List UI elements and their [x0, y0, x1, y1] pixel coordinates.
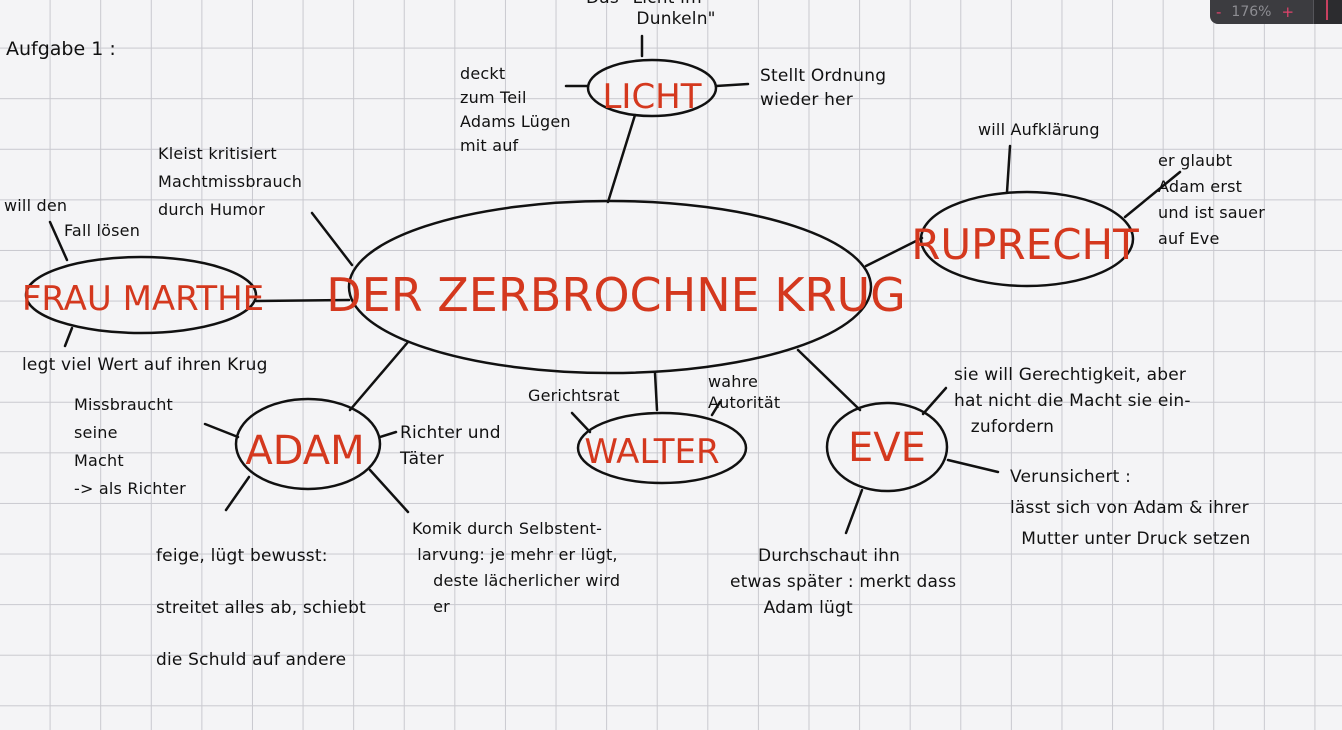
- connector-walter-left: [570, 411, 592, 434]
- adam-left-note: Missbraucht seine Macht -> als Richter: [74, 395, 186, 498]
- adam-right-note: Richter und Täter: [400, 423, 501, 469]
- connector-adam-right: [378, 430, 398, 439]
- connector-center-licht: [606, 113, 637, 204]
- zoom-out-button[interactable]: -: [1216, 3, 1222, 21]
- connector-center-marthe: [254, 298, 351, 303]
- connector-marthe-top: [48, 220, 69, 262]
- komik-note: Komik durch Selbstent- larvung: je mehr …: [412, 519, 621, 616]
- center-label: DER ZERBROCHNE KRUG: [326, 268, 906, 322]
- connector-ruprecht-right: [1123, 170, 1182, 219]
- connector-walter-right: [710, 400, 722, 417]
- walter-ellipse: [576, 411, 748, 485]
- center-ellipse: [347, 199, 873, 375]
- licht-left-note: deckt zum Teil Adams Lügen mit auf: [460, 64, 571, 155]
- connector-eve-bottom: [844, 488, 864, 535]
- connector-eve-right: [946, 458, 1000, 474]
- walter-label: WALTER: [584, 432, 719, 472]
- licht-right-note: Stellt Ordnung wieder her: [760, 66, 887, 110]
- ruprecht-label: RUPRECHT: [911, 220, 1139, 269]
- zoom-level: 176%: [1231, 4, 1272, 20]
- connector-center-adam: [348, 340, 410, 412]
- connector-licht-right: [714, 82, 750, 88]
- zoom-control: - 176% +: [1210, 0, 1342, 24]
- connector-center-ruprecht: [864, 236, 924, 268]
- eve-top-note: sie will Gerechtigkeit, aber hat nicht d…: [954, 365, 1191, 437]
- eve-label: EVE: [848, 425, 926, 471]
- connector-kleist: [310, 211, 354, 267]
- eve-right-note: Verunsichert : lässt sich von Adam & ihr…: [1010, 467, 1251, 549]
- licht-quote-note: Das "Licht im Dunkeln": [586, 0, 716, 29]
- adam-bottom-note: feige, lügt bewusst: streitet alles ab, …: [156, 546, 366, 670]
- connector-ruprecht-top: [1005, 144, 1012, 194]
- marthe-top-note-2: Fall lösen: [64, 221, 141, 240]
- licht-ellipse: [586, 58, 718, 118]
- adam-label: ADAM: [245, 428, 364, 474]
- frau-marthe-ellipse: [24, 255, 258, 335]
- eve-bottom-note: Durchschaut ihn etwas später : merkt das…: [730, 546, 957, 618]
- walter-right-note: wahre Autorität: [708, 372, 781, 412]
- marthe-top-note-1: will den: [4, 196, 68, 215]
- connector-adam-bottom-right: [368, 468, 410, 514]
- connector-adam-bottom-left: [224, 475, 251, 512]
- frau-marthe-label: FRAU MARTHE: [22, 279, 264, 319]
- ruprecht-ellipse: [919, 190, 1135, 288]
- connector-center-eve: [796, 348, 862, 412]
- toolbar-edge[interactable]: [1313, 0, 1342, 24]
- adam-ellipse: [234, 397, 382, 491]
- connector-center-walter: [653, 371, 659, 412]
- ruprecht-top-note: will Aufklärung: [978, 120, 1100, 139]
- connector-marthe-bottom: [63, 326, 74, 348]
- page-title: Aufgabe 1 :: [6, 38, 116, 60]
- kleist-note: Kleist kritisiert Machtmissbrauch durch …: [158, 144, 303, 219]
- connector-adam-left: [203, 422, 240, 439]
- connector-eve-top: [921, 386, 948, 416]
- marthe-bottom-note: legt viel Wert auf ihren Krug: [22, 355, 268, 375]
- ruprecht-right-note: er glaubt Adam erst und ist sauer auf Ev…: [1158, 151, 1265, 248]
- eve-ellipse: [825, 401, 949, 493]
- zoom-in-button[interactable]: +: [1281, 3, 1295, 21]
- licht-label: LICHT: [602, 77, 701, 117]
- walter-left-note: Gerichtsrat: [528, 386, 620, 405]
